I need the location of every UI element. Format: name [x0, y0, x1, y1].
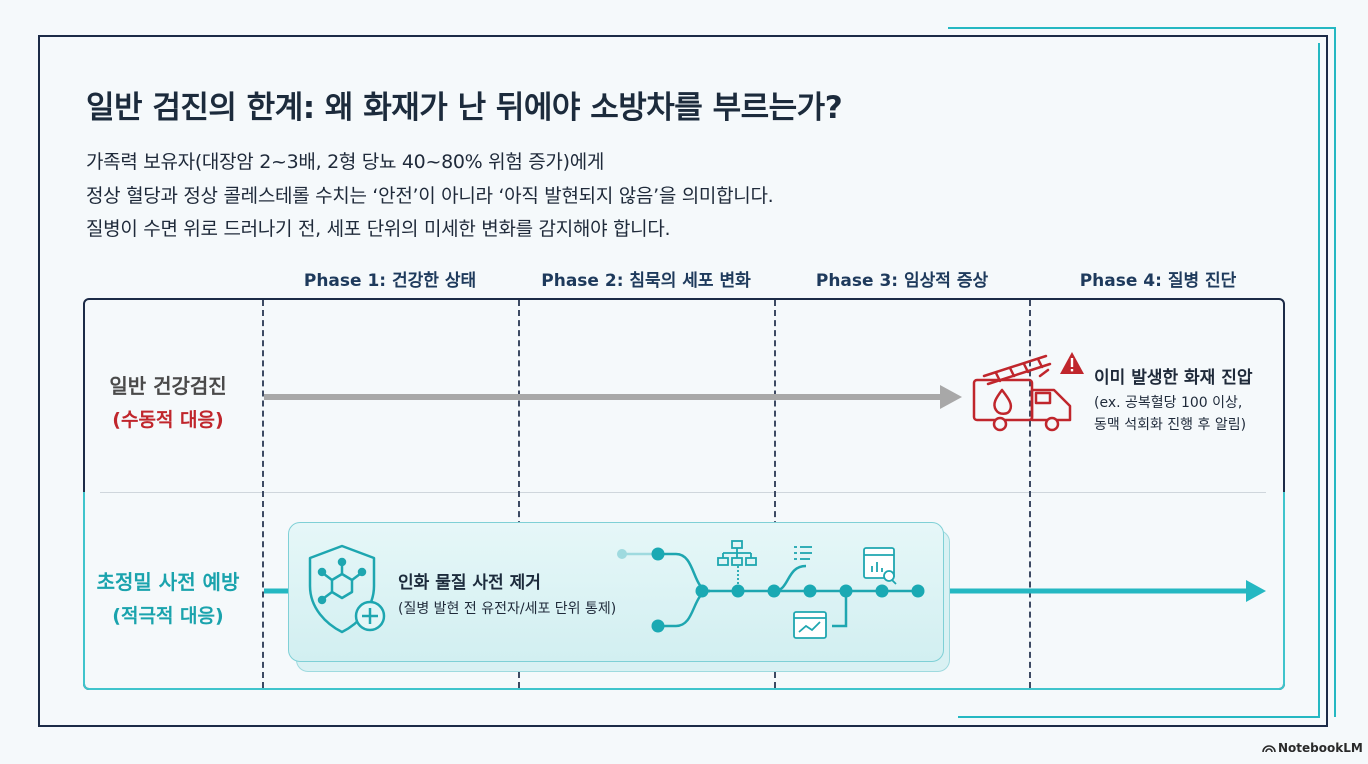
phase-divider — [518, 300, 520, 688]
process-node — [731, 584, 745, 598]
process-node — [651, 547, 665, 561]
row-label-precision-subtitle: (적극적 대응) — [112, 605, 224, 627]
row-label-general-subtitle: (수동적 대응) — [112, 409, 224, 431]
process-node — [839, 584, 853, 598]
process-node — [875, 584, 889, 598]
general-arrow — [264, 385, 962, 409]
notebooklm-logo-icon — [1262, 745, 1276, 753]
precision-row-border — [83, 492, 1285, 690]
slide-frame — [38, 35, 1328, 727]
dashboard-chart-icon — [863, 547, 897, 585]
phase-divider — [1029, 300, 1031, 688]
card-subtitle: (질병 발현 전 유전자/세포 단위 통제) — [398, 601, 617, 617]
warning-icon — [1060, 352, 1084, 374]
process-node — [767, 584, 781, 598]
card-title: 인화 물질 사전 제거 — [398, 573, 541, 593]
process-node — [695, 584, 709, 598]
fire-truck-icon — [972, 354, 1072, 432]
decorative-frame-accent-inner — [958, 43, 1320, 718]
phase-header-1: Phase 1: 건강한 상태 — [303, 271, 477, 291]
process-node — [803, 584, 817, 598]
org-chart-icon — [717, 540, 757, 584]
description-line: 가족력 보유자(대장암 2~3배, 2형 당뇨 40~80% 위험 증가)에게 — [86, 151, 605, 173]
row-label-general-title: 일반 건강검진 — [109, 374, 227, 398]
row-divider — [100, 492, 1266, 493]
row-label-precision-title: 초정밀 사전 예방 — [96, 570, 240, 594]
description-line: 질병이 수면 위로 드러나기 전, 세포 단위의 미세한 변화를 감지해야 합니… — [86, 218, 671, 240]
phase-divider — [774, 300, 776, 688]
precision-arrow-head — [1246, 580, 1266, 602]
process-node — [617, 549, 627, 559]
trend-chart-icon — [793, 611, 827, 639]
phase-header-3: Phase 3: 임상적 증상 — [815, 271, 989, 291]
description-line: 정상 혈당과 정상 콜레스테롤 수치는 ‘안전’이 아니라 ‘아직 발현되지 않… — [86, 185, 774, 207]
decorative-frame-accent — [948, 27, 1336, 717]
shield-molecule-icon — [308, 544, 386, 634]
phase-divider — [262, 300, 264, 688]
phase-header-2: Phase 2: 침묵의 세포 변화 — [541, 271, 751, 291]
callout-general-title: 이미 발생한 화재 진압 — [1094, 368, 1253, 388]
footer-brand: NotebookLM — [1278, 741, 1363, 755]
process-node — [651, 619, 665, 633]
row-label-general: 일반 건강검진 (수동적 대응) — [58, 370, 278, 432]
row-label-precision: 초정밀 사전 예방 (적극적 대응) — [58, 566, 278, 628]
phase-header-4: Phase 4: 질병 진단 — [1079, 271, 1237, 291]
page-title: 일반 검진의 한계: 왜 화재가 난 뒤에야 소방차를 부르는가? — [86, 90, 843, 126]
list-icon — [794, 546, 812, 560]
process-node — [911, 584, 925, 598]
process-nodes — [617, 547, 925, 633]
callout-general-line: (ex. 공복혈당 100 이상, — [1094, 395, 1243, 411]
callout-general-line: 동맥 석회화 진행 후 알림) — [1094, 417, 1247, 433]
